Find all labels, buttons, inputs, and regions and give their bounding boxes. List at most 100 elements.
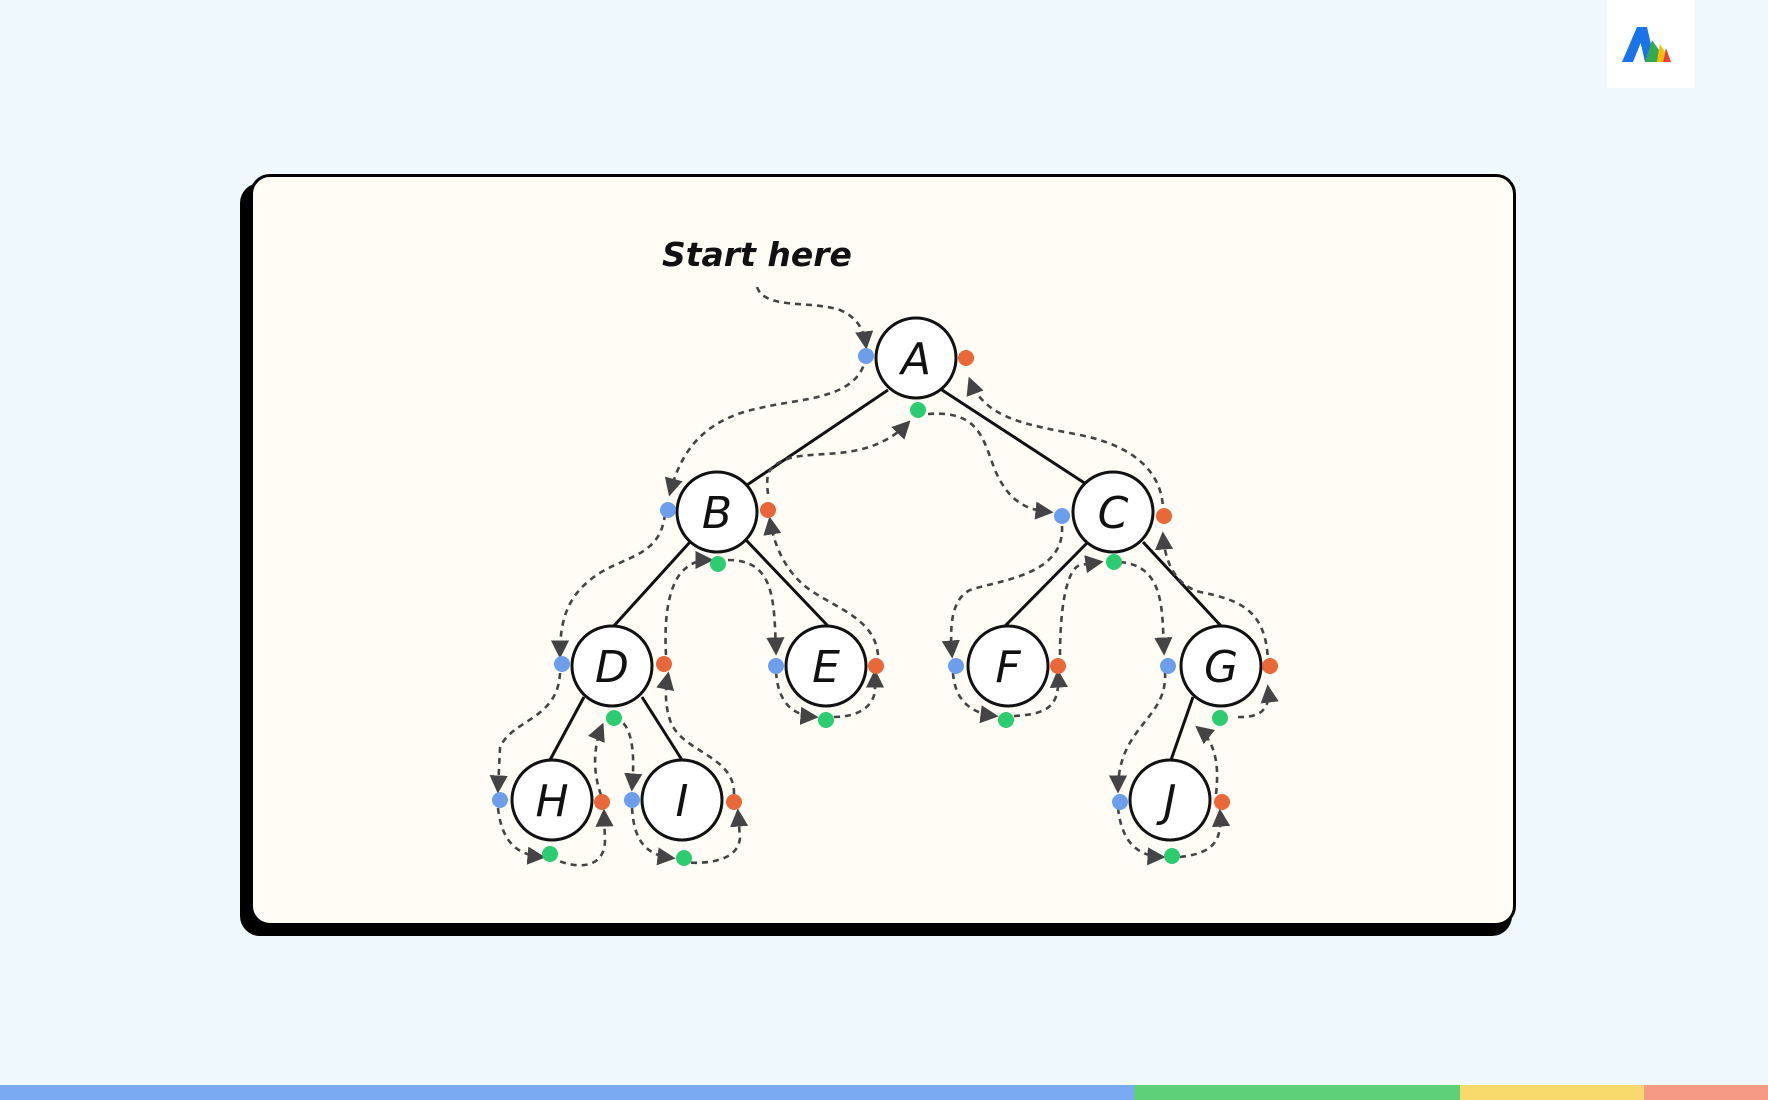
path-g-to-c (1155, 531, 1270, 667)
brand-logo (1607, 0, 1695, 88)
node-label: H (535, 776, 568, 827)
in-dot-g (1212, 710, 1228, 726)
bottom-bar-yellow-segment (1460, 1085, 1644, 1100)
node-circle (1071, 470, 1155, 554)
edge-a-c (941, 388, 1087, 486)
in-dot-j (1164, 848, 1180, 864)
pre-dot-g (1160, 658, 1176, 674)
path-f-around-bottom (951, 672, 999, 724)
path-b-to-e (727, 558, 785, 656)
post-dot-a (958, 350, 974, 366)
pre-dot-f (948, 658, 964, 674)
node-j: J (1128, 758, 1212, 842)
post-order-dots (594, 350, 1278, 810)
edge-b-d (610, 540, 692, 630)
start-arrow (755, 286, 874, 350)
node-circle (510, 758, 594, 842)
path-a-to-b (664, 355, 868, 497)
post-dot-g (1262, 658, 1278, 674)
node-label: D (595, 642, 629, 693)
post-dot-e (868, 658, 884, 674)
node-label: G (1204, 642, 1238, 693)
bottom-bar-blue-segment (0, 1085, 1134, 1100)
node-label: A (898, 334, 931, 385)
post-dot-j (1214, 794, 1230, 810)
bottom-bar-red-segment (1644, 1085, 1768, 1100)
post-dot-d (656, 656, 672, 672)
node-circle (640, 758, 724, 842)
node-circle (874, 316, 958, 400)
path-c-to-g (1119, 560, 1173, 656)
node-h: H (510, 758, 594, 842)
in-dot-f (998, 712, 1014, 728)
path-e-around-bottom (774, 671, 819, 725)
path-c-to-a (966, 376, 1165, 516)
path-j-to-g (1195, 725, 1219, 795)
node-circle (1128, 758, 1212, 842)
node-label: B (702, 488, 732, 539)
edge-a-b (746, 388, 889, 487)
node-g: G (1179, 624, 1263, 708)
node-label: C (1098, 488, 1129, 539)
bottom-color-bar (0, 1085, 1768, 1100)
node-circle (570, 624, 654, 708)
path-d-to-b (664, 550, 714, 656)
path-c-to-f (941, 525, 1064, 659)
node-circle (675, 470, 759, 554)
in-order-dots (542, 402, 1228, 866)
pre-dot-j (1112, 794, 1128, 810)
tree-edges (548, 388, 1224, 761)
edge-c-f (1001, 541, 1089, 630)
path-e-up-right (833, 669, 885, 719)
pre-dot-a (858, 348, 874, 364)
post-dot-h (594, 794, 610, 810)
in-dot-e (818, 712, 834, 728)
in-dot-i (676, 850, 692, 866)
edge-c-g (1141, 540, 1224, 629)
in-dot-b (710, 556, 726, 572)
path-i-to-d (656, 671, 736, 795)
path-b-to-a (765, 420, 911, 495)
node-f: F (966, 624, 1050, 708)
diagram-card (250, 174, 1516, 926)
post-dot-b (760, 502, 776, 518)
traversal-path (489, 286, 1279, 867)
node-label: F (995, 642, 1021, 693)
in-dot-c (1106, 554, 1122, 570)
edge-b-e (744, 538, 830, 628)
path-f-to-c (1058, 555, 1104, 656)
path-f-up-right (1013, 669, 1068, 718)
node-b: B (675, 470, 759, 554)
path-j-up-right (1179, 808, 1231, 859)
path-h-to-d (587, 722, 605, 796)
edge-d-i (640, 696, 684, 761)
post-dot-c (1156, 508, 1172, 524)
node-i: I (640, 758, 724, 842)
path-h-around-bottom (496, 807, 546, 865)
pre-dot-c (1054, 508, 1070, 524)
edge-g-j (1169, 696, 1195, 761)
path-i-around-bottom (630, 807, 676, 866)
in-dot-h (542, 846, 558, 862)
node-circle (966, 624, 1050, 708)
pre-dot-e (768, 658, 784, 674)
path-g-bottom-around (1237, 684, 1279, 719)
path-e-to-b (763, 516, 880, 656)
node-e: E (784, 624, 868, 708)
pre-dot-i (624, 792, 640, 808)
path-h-up-right (549, 808, 614, 867)
brand-logo-icon (1622, 27, 1671, 62)
edge-d-h (548, 696, 586, 761)
bottom-bar-green-segment (1134, 1085, 1460, 1100)
path-d-to-i (613, 716, 643, 792)
in-dot-a (910, 402, 926, 418)
node-d: D (570, 624, 654, 708)
path-d-to-h (489, 672, 562, 794)
post-dot-i (726, 794, 742, 810)
node-circle (784, 624, 868, 708)
node-c: C (1071, 470, 1155, 554)
tree-nodes: A B C D E F G H (510, 316, 1263, 842)
pre-dot-h (492, 792, 508, 808)
pre-dot-b (660, 502, 676, 518)
